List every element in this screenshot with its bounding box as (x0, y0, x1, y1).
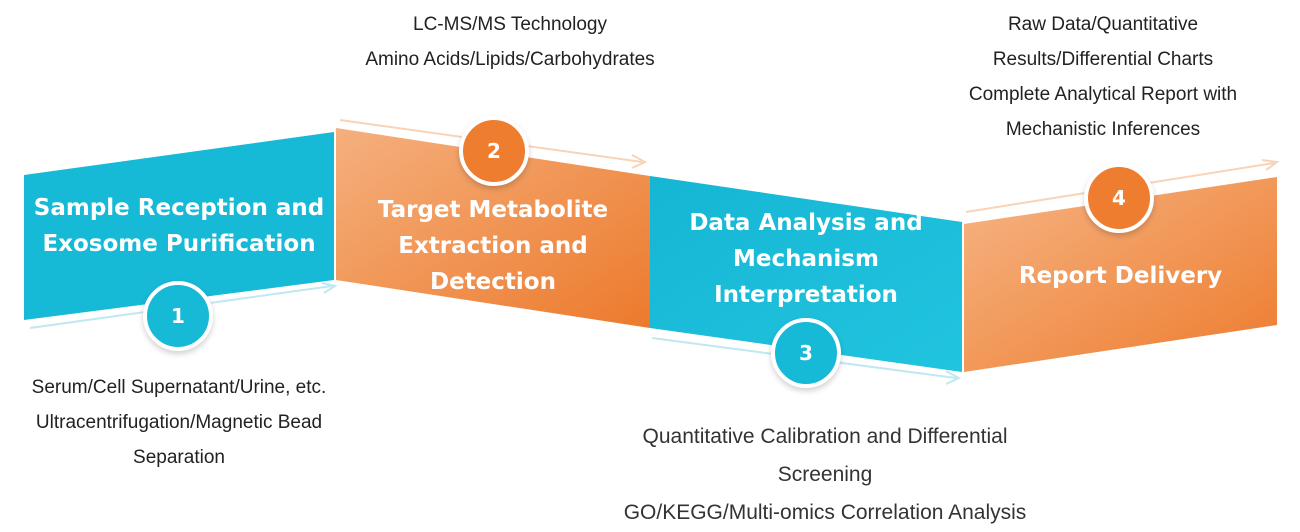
step-4-details: Raw Data/Quantitative Results/Differenti… (930, 7, 1276, 147)
step-4-panel (964, 177, 1277, 372)
step-4-number-badge: 4 (1084, 163, 1154, 233)
step-2-detail-line: LC-MS/MS Technology (413, 14, 607, 35)
step-3-details: Quantitative Calibration and Differentia… (578, 418, 1072, 532)
step-1-panel (24, 132, 334, 320)
step-2-number-badge: 2 (459, 116, 529, 186)
step-3-detail-line: Quantitative Calibration and Differentia… (642, 425, 1008, 448)
step-1-number-badge: 1 (143, 281, 213, 351)
step-1-detail-line: Separation (133, 447, 225, 468)
step-4-detail-line: Results/Differential Charts (992, 49, 1214, 70)
step-4-detail-line: Complete Analytical Report with (968, 84, 1238, 105)
step-2-panel (336, 128, 650, 328)
step-3-detail-line: Screening (777, 463, 873, 486)
step-2-detail-line: Amino Acids/Lipids/Carbohydrates (365, 49, 655, 70)
step-3-detail-line: GO/KEGG/Multi-omics Correlation Analysis (623, 501, 1027, 524)
step-1-details: Serum/Cell Supernatant/Urine, etc. Ultra… (6, 370, 352, 475)
step-4-detail-line: Mechanistic Inferences (1005, 119, 1201, 140)
step-2-details: LC-MS/MS Technology Amino Acids/Lipids/C… (300, 7, 720, 77)
step-1-detail-line: Ultracentrifugation/Magnetic Bead (35, 412, 323, 433)
step-3-number-badge: 3 (771, 318, 841, 388)
step-1-detail-line: Serum/Cell Supernatant/Urine, etc. (31, 377, 327, 398)
step-4-detail-line: Raw Data/Quantitative (1007, 14, 1199, 35)
step-3-panel (650, 176, 962, 372)
